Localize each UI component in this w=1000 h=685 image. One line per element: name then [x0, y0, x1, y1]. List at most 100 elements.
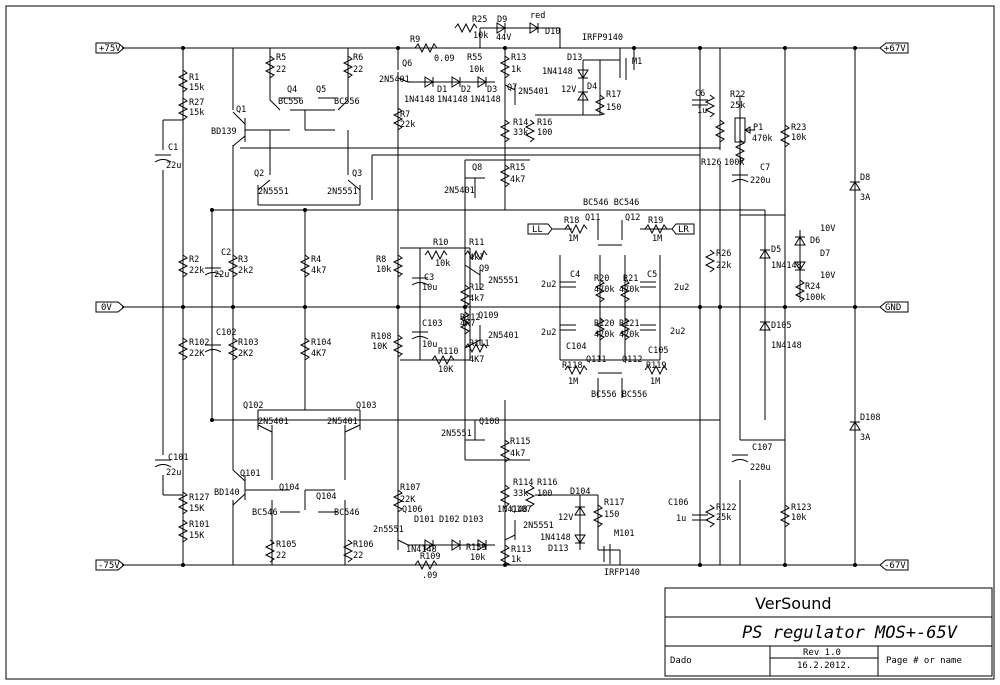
label-c3: C3: [424, 273, 434, 283]
label-c2u2b: 2u2: [674, 283, 689, 293]
port-neg75: -75V: [95, 559, 125, 571]
label-r116: R116: [537, 478, 557, 488]
label-r18v: 1M: [568, 234, 578, 244]
label-d2: D2: [461, 85, 471, 95]
label-r106: R106: [353, 540, 373, 550]
label-d4v: 12V: [561, 85, 576, 95]
label-r19v: 1M: [652, 234, 662, 244]
label-r2: R2: [189, 255, 199, 265]
label-c107: C107: [752, 443, 772, 453]
label-d101: D101: [414, 515, 434, 525]
label-d9v: 44V: [496, 33, 511, 43]
label-r109v: .09: [422, 571, 437, 581]
label-r9v: 0.09: [434, 54, 454, 64]
label-r121v: 470k: [619, 330, 639, 340]
label-c101: C101: [168, 453, 188, 463]
label-r2v: 22k: [189, 266, 204, 276]
label-r14v: 33k: [513, 128, 528, 138]
label-r103v: 2K2: [238, 349, 253, 359]
label-d105p: 1N4148: [771, 341, 802, 351]
label-q108: Q108: [479, 417, 499, 427]
label-r111: R111: [469, 339, 489, 349]
port-pos75: +75V: [95, 42, 125, 54]
label-r123: R123: [791, 503, 811, 513]
label-r113: R113: [511, 545, 531, 555]
label-c106: C106: [668, 498, 688, 508]
label-r117v: 150: [604, 510, 619, 520]
label-c1v: 22u: [166, 161, 181, 171]
label-q102p: 2N5401: [258, 417, 289, 427]
label-q2: Q2: [254, 169, 264, 179]
label-d6: D6: [810, 236, 820, 246]
label-r121: R121: [619, 319, 639, 329]
label-d4: D4: [587, 82, 597, 92]
label-q107p: 2N5551: [523, 521, 554, 531]
label-r4v: 4k7: [311, 266, 326, 276]
label-r12: R12: [469, 283, 484, 293]
label-r25v: 10k: [473, 31, 488, 41]
label-q7: Q7: [507, 83, 517, 93]
svg-text:LR: LR: [678, 225, 689, 235]
label-r13: R13: [511, 53, 526, 63]
label-r118v: 1M: [568, 377, 578, 387]
svg-text:LL: LL: [532, 225, 543, 235]
label-c105: C105: [648, 346, 668, 356]
label-d1p: 1N4148: [404, 95, 435, 105]
label-r6: R6: [353, 53, 363, 63]
label-r20: R20: [594, 274, 609, 284]
label-q8: Q8: [472, 163, 482, 173]
label-bc546b: BC546: [334, 508, 360, 518]
label-q3p: 2N5551: [327, 187, 358, 197]
label-r104: R104: [311, 338, 331, 348]
label-r17: R17: [606, 90, 621, 100]
label-q4: Q4: [287, 85, 297, 95]
label-r8: R8: [376, 255, 386, 265]
title-date: 16.2.2012.: [797, 661, 851, 671]
label-r103: R103: [238, 338, 258, 348]
label-d3: D3: [487, 85, 497, 95]
label-d104v: 12V: [558, 513, 573, 523]
label-r114v: 33k: [513, 489, 528, 499]
label-r101: R101: [189, 520, 209, 530]
label-r23: R23: [791, 123, 806, 133]
label-r102v: 22K: [189, 349, 205, 359]
label-d113: D113: [548, 544, 568, 554]
label-r17v: 150: [606, 103, 621, 113]
label-r8v: 10k: [376, 265, 391, 275]
label-r126v: 100k: [724, 158, 744, 168]
label-r16v: 100: [537, 128, 552, 138]
label-r26: R26: [716, 249, 731, 259]
label-r120v: 470k: [594, 330, 614, 340]
pot-p1: [734, 117, 755, 143]
label-r11v: 4k7: [469, 253, 484, 263]
label-d108: D108: [860, 413, 880, 423]
label-q106p: 2n5551: [373, 525, 404, 535]
label-r159v: 10k: [470, 553, 485, 563]
label-q107: Q107: [511, 505, 531, 515]
component-labels: R115kR2715kC122uQ1BD139R522R622Q4BC556Q5…: [166, 11, 880, 581]
label-r4: R4: [311, 255, 321, 265]
label-r25: R25: [472, 15, 487, 25]
label-q103: Q103: [356, 401, 376, 411]
label-r117: R117: [604, 498, 624, 508]
label-r16: R16: [537, 118, 552, 128]
label-r24v: 100k: [805, 293, 825, 303]
label-c7v: 220u: [750, 176, 770, 186]
label-q104b: Q104: [316, 492, 336, 502]
label-r120: R120: [594, 319, 614, 329]
label-d8v: 3A: [860, 193, 870, 203]
label-r110v: 10K: [438, 365, 454, 375]
label-c101v: 22u: [166, 468, 181, 478]
label-q101p: BD140: [214, 488, 240, 498]
label-r7v: 22k: [400, 120, 415, 130]
svg-text:+67V: +67V: [884, 44, 906, 54]
port-neg67: -67V: [879, 559, 909, 571]
label-red: red: [530, 11, 545, 21]
label-c2u2c: 2u2: [541, 328, 556, 338]
port-pos67: +67V: [879, 42, 909, 54]
label-r21: R21: [623, 274, 638, 284]
label-r105: R105: [276, 540, 296, 550]
label-r3v: 2k2: [238, 266, 253, 276]
label-d5: D5: [771, 245, 781, 255]
title-author: Dado: [670, 656, 692, 666]
